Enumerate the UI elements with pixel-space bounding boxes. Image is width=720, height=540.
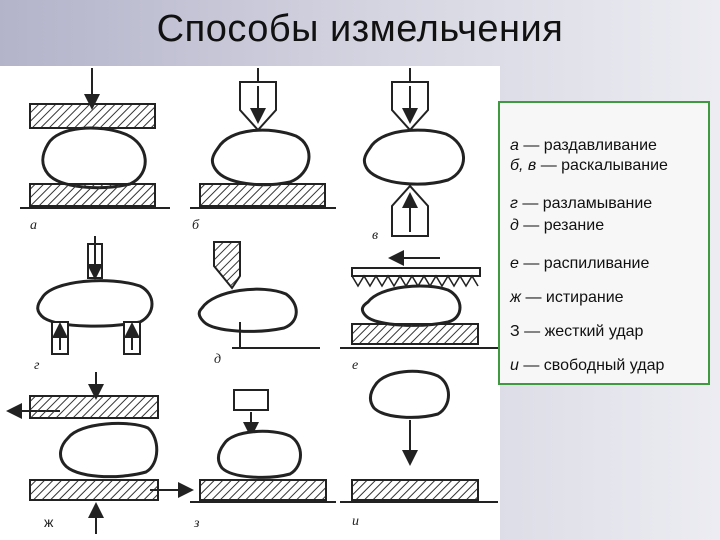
panel-i-free-impact (340, 369, 498, 503)
comminution-methods-figure: а б в г д е ж з и (0, 66, 500, 540)
panel-d-cutting (197, 241, 320, 349)
panel-b-splitting (190, 68, 336, 209)
legend-item-b-v: б, в — раскалывание (510, 157, 668, 174)
panel-zh-attrition (6, 372, 194, 534)
panel-label-zh: ж (44, 514, 54, 530)
legend-item-z: З — жесткий удар (510, 323, 644, 340)
panel-a-crushing (20, 68, 170, 209)
panel-label-d: д (214, 352, 222, 367)
panel-c-double-wedge (362, 68, 465, 237)
panel-label-c: в (372, 228, 379, 243)
panel-z-hard-impact (190, 389, 336, 503)
legend-box: а — раздавливание б, в — раскалывание г … (498, 101, 710, 385)
panel-g-breaking (36, 236, 154, 355)
panel-e-sawing (340, 250, 498, 349)
panel-label-b: б (192, 218, 200, 233)
panel-label-e: е (352, 358, 359, 373)
figure-drawing (6, 68, 498, 534)
legend-item-i: и — свободный удар (510, 357, 665, 374)
legend-item-g: г — разламывание (510, 195, 653, 212)
panel-label-g: г (34, 358, 40, 373)
panel-label-a: а (30, 218, 37, 233)
legend-item-d: д — резание (510, 217, 605, 234)
legend-item-e: е — распиливание (510, 255, 650, 272)
panel-label-z: з (194, 516, 200, 531)
panel-label-i: и (352, 514, 359, 529)
legend-item-a: а — раздавливание (510, 137, 657, 154)
slide-title: Способы измельчения (156, 8, 564, 50)
legend-item-zh: ж — истирание (510, 289, 624, 306)
